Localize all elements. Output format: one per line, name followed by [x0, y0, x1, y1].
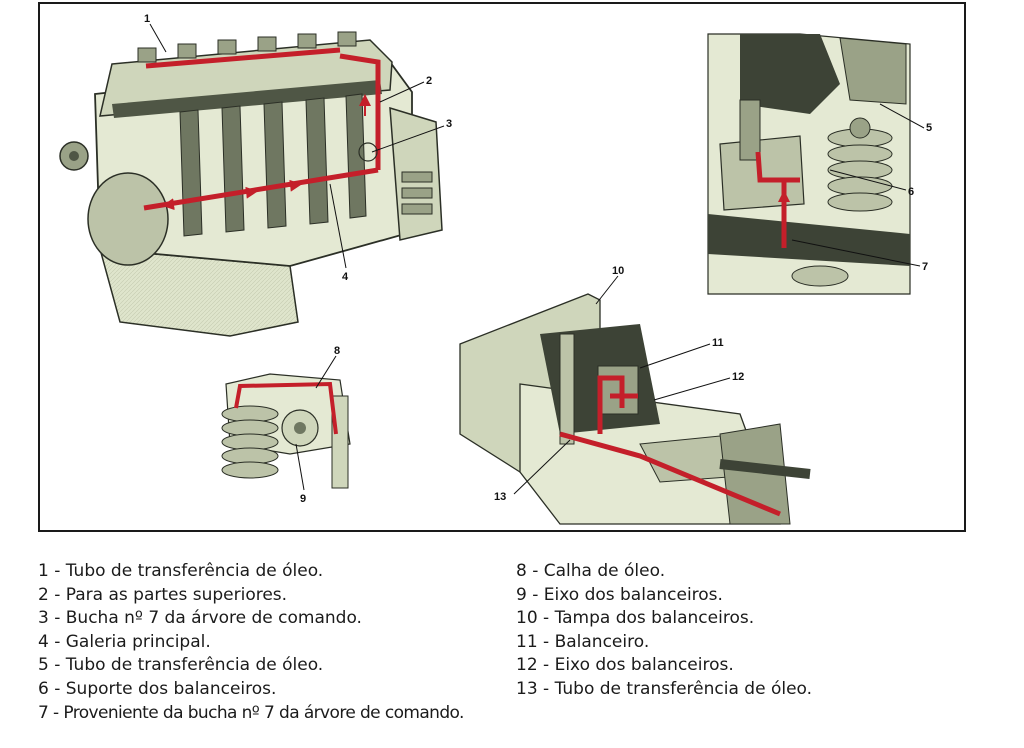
callout-10: 10: [612, 265, 624, 277]
callout-7: 7: [922, 261, 928, 273]
legend-item: 1 - Tubo de transferência de óleo.: [38, 561, 324, 581]
legend-right-column: 8 - Calha de óleo. 9 - Eixo dos balancei…: [516, 560, 812, 702]
legend-item: 2 - Para as partes superiores.: [38, 584, 288, 605]
diagram-figure: 1 2 3 4 5 6 7 8 9 10 11 12 13: [38, 2, 966, 532]
callout-2: 2: [426, 75, 432, 87]
legend-item: 8 - Calha de óleo.: [516, 561, 666, 581]
callout-13: 13: [494, 491, 506, 503]
legend-left-column: 1 - Tubo de transferência de óleo. 2 - P…: [38, 560, 464, 725]
callout-12: 12: [732, 371, 744, 383]
lubrication-diagram: 1 2 3 4 5 6 7 8 9 10 11 12 13: [59, 13, 932, 525]
timing-cover: [87, 172, 169, 266]
callout-9: 9: [300, 493, 306, 505]
rocker-support-illustration: [707, 33, 911, 295]
callout-11: 11: [712, 337, 724, 349]
legend-item: 10 - Tampa dos balanceiros.: [516, 608, 755, 629]
legend-item: 4 - Galeria principal.: [38, 631, 211, 652]
valve-spring: [827, 128, 893, 212]
callout-3: 3: [446, 118, 452, 130]
callout-5: 5: [926, 122, 932, 134]
legend-item: 3 - Bucha nº 7 da árvore de comando.: [38, 608, 362, 629]
engine-block-illustration: [59, 31, 443, 337]
legend-item: 11 - Balanceiro.: [516, 631, 650, 652]
legend-item: 5 - Tubo de transferência de óleo.: [38, 655, 324, 676]
legend-item: 6 - Suporte dos balanceiros.: [38, 678, 277, 699]
callout-8: 8: [334, 345, 340, 357]
legend-item: 13 - Tubo de transferência de óleo.: [516, 678, 813, 699]
callout-1: 1: [144, 13, 150, 25]
callout-6: 6: [908, 186, 914, 198]
oil-trough-illustration: [221, 373, 351, 489]
rocker-cover-illustration: [459, 293, 811, 525]
legend-item: 7 - Proveniente da bucha nº 7 da árvore …: [38, 702, 464, 723]
legend-item: 12 - Eixo dos balanceiros.: [516, 655, 734, 676]
riser-pipe: [339, 53, 381, 170]
callout-4: 4: [342, 271, 349, 283]
cylinder-head: [99, 39, 393, 117]
main-oil-gallery: [143, 167, 379, 211]
legend-item: 9 - Eixo dos balanceiros.: [516, 584, 723, 605]
